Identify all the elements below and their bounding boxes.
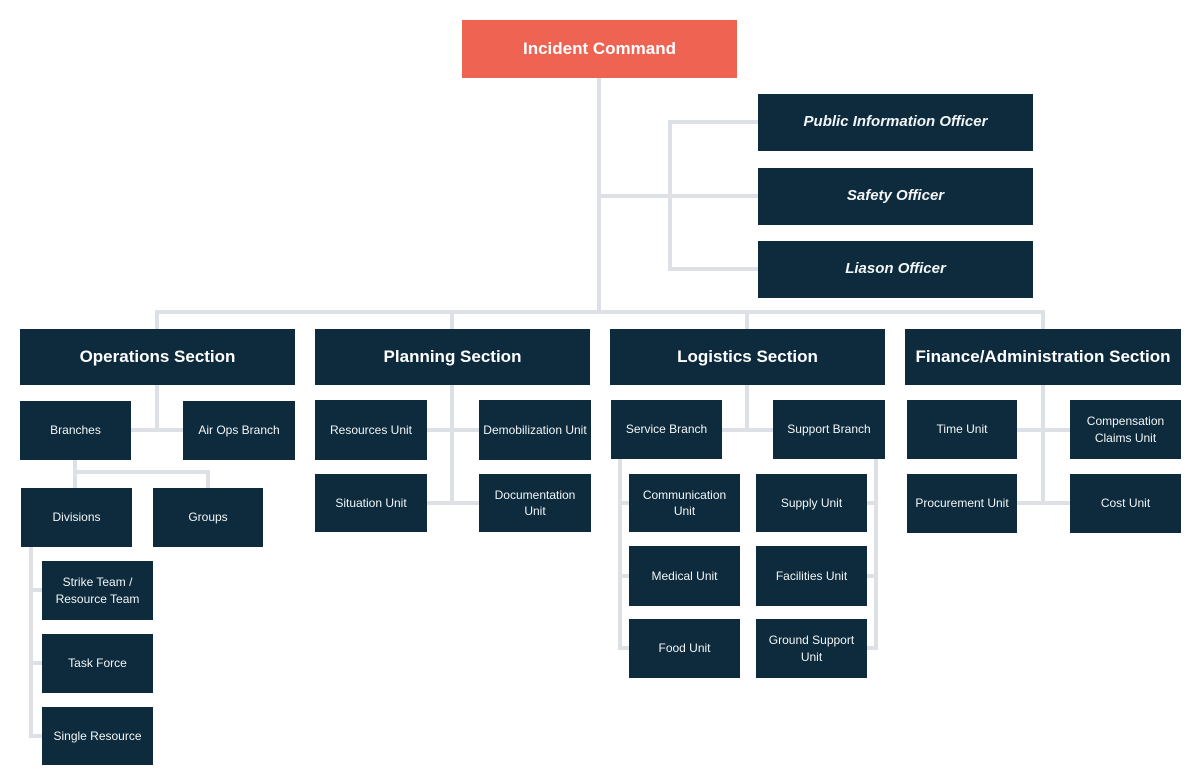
connector-line (29, 734, 42, 738)
connector-line (73, 470, 210, 474)
connector-line (450, 310, 454, 505)
node-label: Medical Unit (651, 568, 718, 583)
node-safety-officer: Safety Officer (758, 168, 1033, 225)
node-single-resource: Single Resource (42, 707, 153, 765)
node-cost-unit: Cost Unit (1070, 474, 1181, 533)
node-label: Task Force (68, 656, 127, 671)
node-label: Logistics Section (677, 346, 818, 366)
node-divisions: Divisions (21, 488, 132, 547)
connector-line (1041, 310, 1045, 505)
node-label: Situation Unit (335, 495, 407, 510)
connector-line (668, 120, 672, 271)
node-branches: Branches (20, 401, 131, 460)
connector-line (1017, 501, 1070, 505)
node-logistics-section: Logistics Section (610, 329, 885, 385)
node-incident-command: Incident Command (462, 20, 737, 78)
node-label: Communication Unit (642, 487, 727, 518)
node-label: Planning Section (383, 346, 522, 366)
node-label: Operations Section (79, 346, 236, 366)
node-label: Strike Team / Resource Team (55, 575, 140, 606)
connector-line (867, 574, 878, 578)
connector-line (618, 574, 629, 578)
node-medical-unit: Medical Unit (629, 546, 740, 606)
node-finance-administration-section: Finance/Administration Section (905, 329, 1181, 385)
connector-line (867, 646, 878, 650)
connector-line (1017, 428, 1070, 432)
node-label: Supply Unit (780, 495, 843, 510)
connector-line (874, 459, 878, 650)
connector-line (722, 428, 773, 432)
node-label: Liason Officer (845, 260, 946, 278)
node-label: Cost Unit (1100, 496, 1151, 511)
node-procurement-unit: Procurement Unit (907, 474, 1017, 533)
connector-line (206, 470, 210, 488)
node-label: Service Branch (625, 422, 708, 437)
connector-line (29, 547, 33, 738)
connector-line (867, 501, 878, 505)
node-liaison-officer: Liason Officer (758, 241, 1033, 298)
node-label: Incident Command (522, 38, 676, 58)
node-documentation-unit: Documentation Unit (479, 474, 591, 532)
node-ground-support-unit: Ground Support Unit (756, 619, 867, 678)
connector-line (29, 588, 42, 592)
node-label: Compensation Claims Unit (1086, 414, 1165, 445)
node-label: Time Unit (936, 422, 988, 437)
connector-line (618, 646, 629, 650)
node-label: Resources Unit (329, 422, 413, 437)
node-label: Facilities Unit (775, 568, 848, 583)
node-operations-section: Operations Section (20, 329, 295, 385)
node-resources-unit: Resources Unit (315, 400, 427, 460)
node-label: Divisions (52, 510, 101, 525)
node-groups: Groups (153, 488, 263, 547)
connector-line (668, 120, 758, 124)
node-label: Branches (50, 423, 101, 438)
node-label: Groups (188, 510, 228, 525)
node-task-force: Task Force (42, 634, 153, 693)
node-label: Single Resource (53, 728, 142, 743)
connector-line (131, 428, 183, 432)
connector-line (155, 310, 1045, 314)
node-air-ops-branch: Air Ops Branch (183, 401, 295, 460)
connector-line (73, 460, 77, 488)
connector-line (597, 194, 758, 198)
node-compensation-claims-unit: Compensation Claims Unit (1070, 400, 1181, 459)
node-public-information-officer: Public Information Officer (758, 94, 1033, 151)
node-communication-unit: Communication Unit (629, 474, 740, 532)
node-label: Demobilization Unit (483, 422, 587, 437)
node-strike-team-resource-team: Strike Team / Resource Team (42, 561, 153, 620)
node-label: Safety Officer (846, 187, 945, 205)
node-label: Support Branch (787, 422, 871, 437)
node-label: Food Unit (658, 641, 711, 656)
node-service-branch: Service Branch (611, 400, 722, 459)
node-time-unit: Time Unit (907, 400, 1017, 459)
node-label: Procurement Unit (915, 496, 1009, 511)
node-supply-unit: Supply Unit (756, 474, 867, 532)
node-facilities-unit: Facilities Unit (756, 546, 867, 606)
connector-line (29, 661, 42, 665)
node-label: Documentation Unit (494, 487, 576, 518)
node-planning-section: Planning Section (315, 329, 590, 385)
node-label: Air Ops Branch (198, 423, 280, 438)
connector-line (427, 428, 479, 432)
connector-line (618, 501, 629, 505)
node-label: Public Information Officer (803, 113, 988, 131)
node-food-unit: Food Unit (629, 619, 740, 678)
node-label: Ground Support Unit (768, 633, 855, 664)
node-demobilization-unit: Demobilization Unit (479, 400, 591, 460)
connector-line (668, 267, 758, 271)
connector-line (427, 501, 479, 505)
node-label: Finance/Administration Section (915, 346, 1171, 366)
node-situation-unit: Situation Unit (315, 474, 427, 532)
node-support-branch: Support Branch (773, 400, 885, 459)
connector-line (618, 459, 622, 650)
